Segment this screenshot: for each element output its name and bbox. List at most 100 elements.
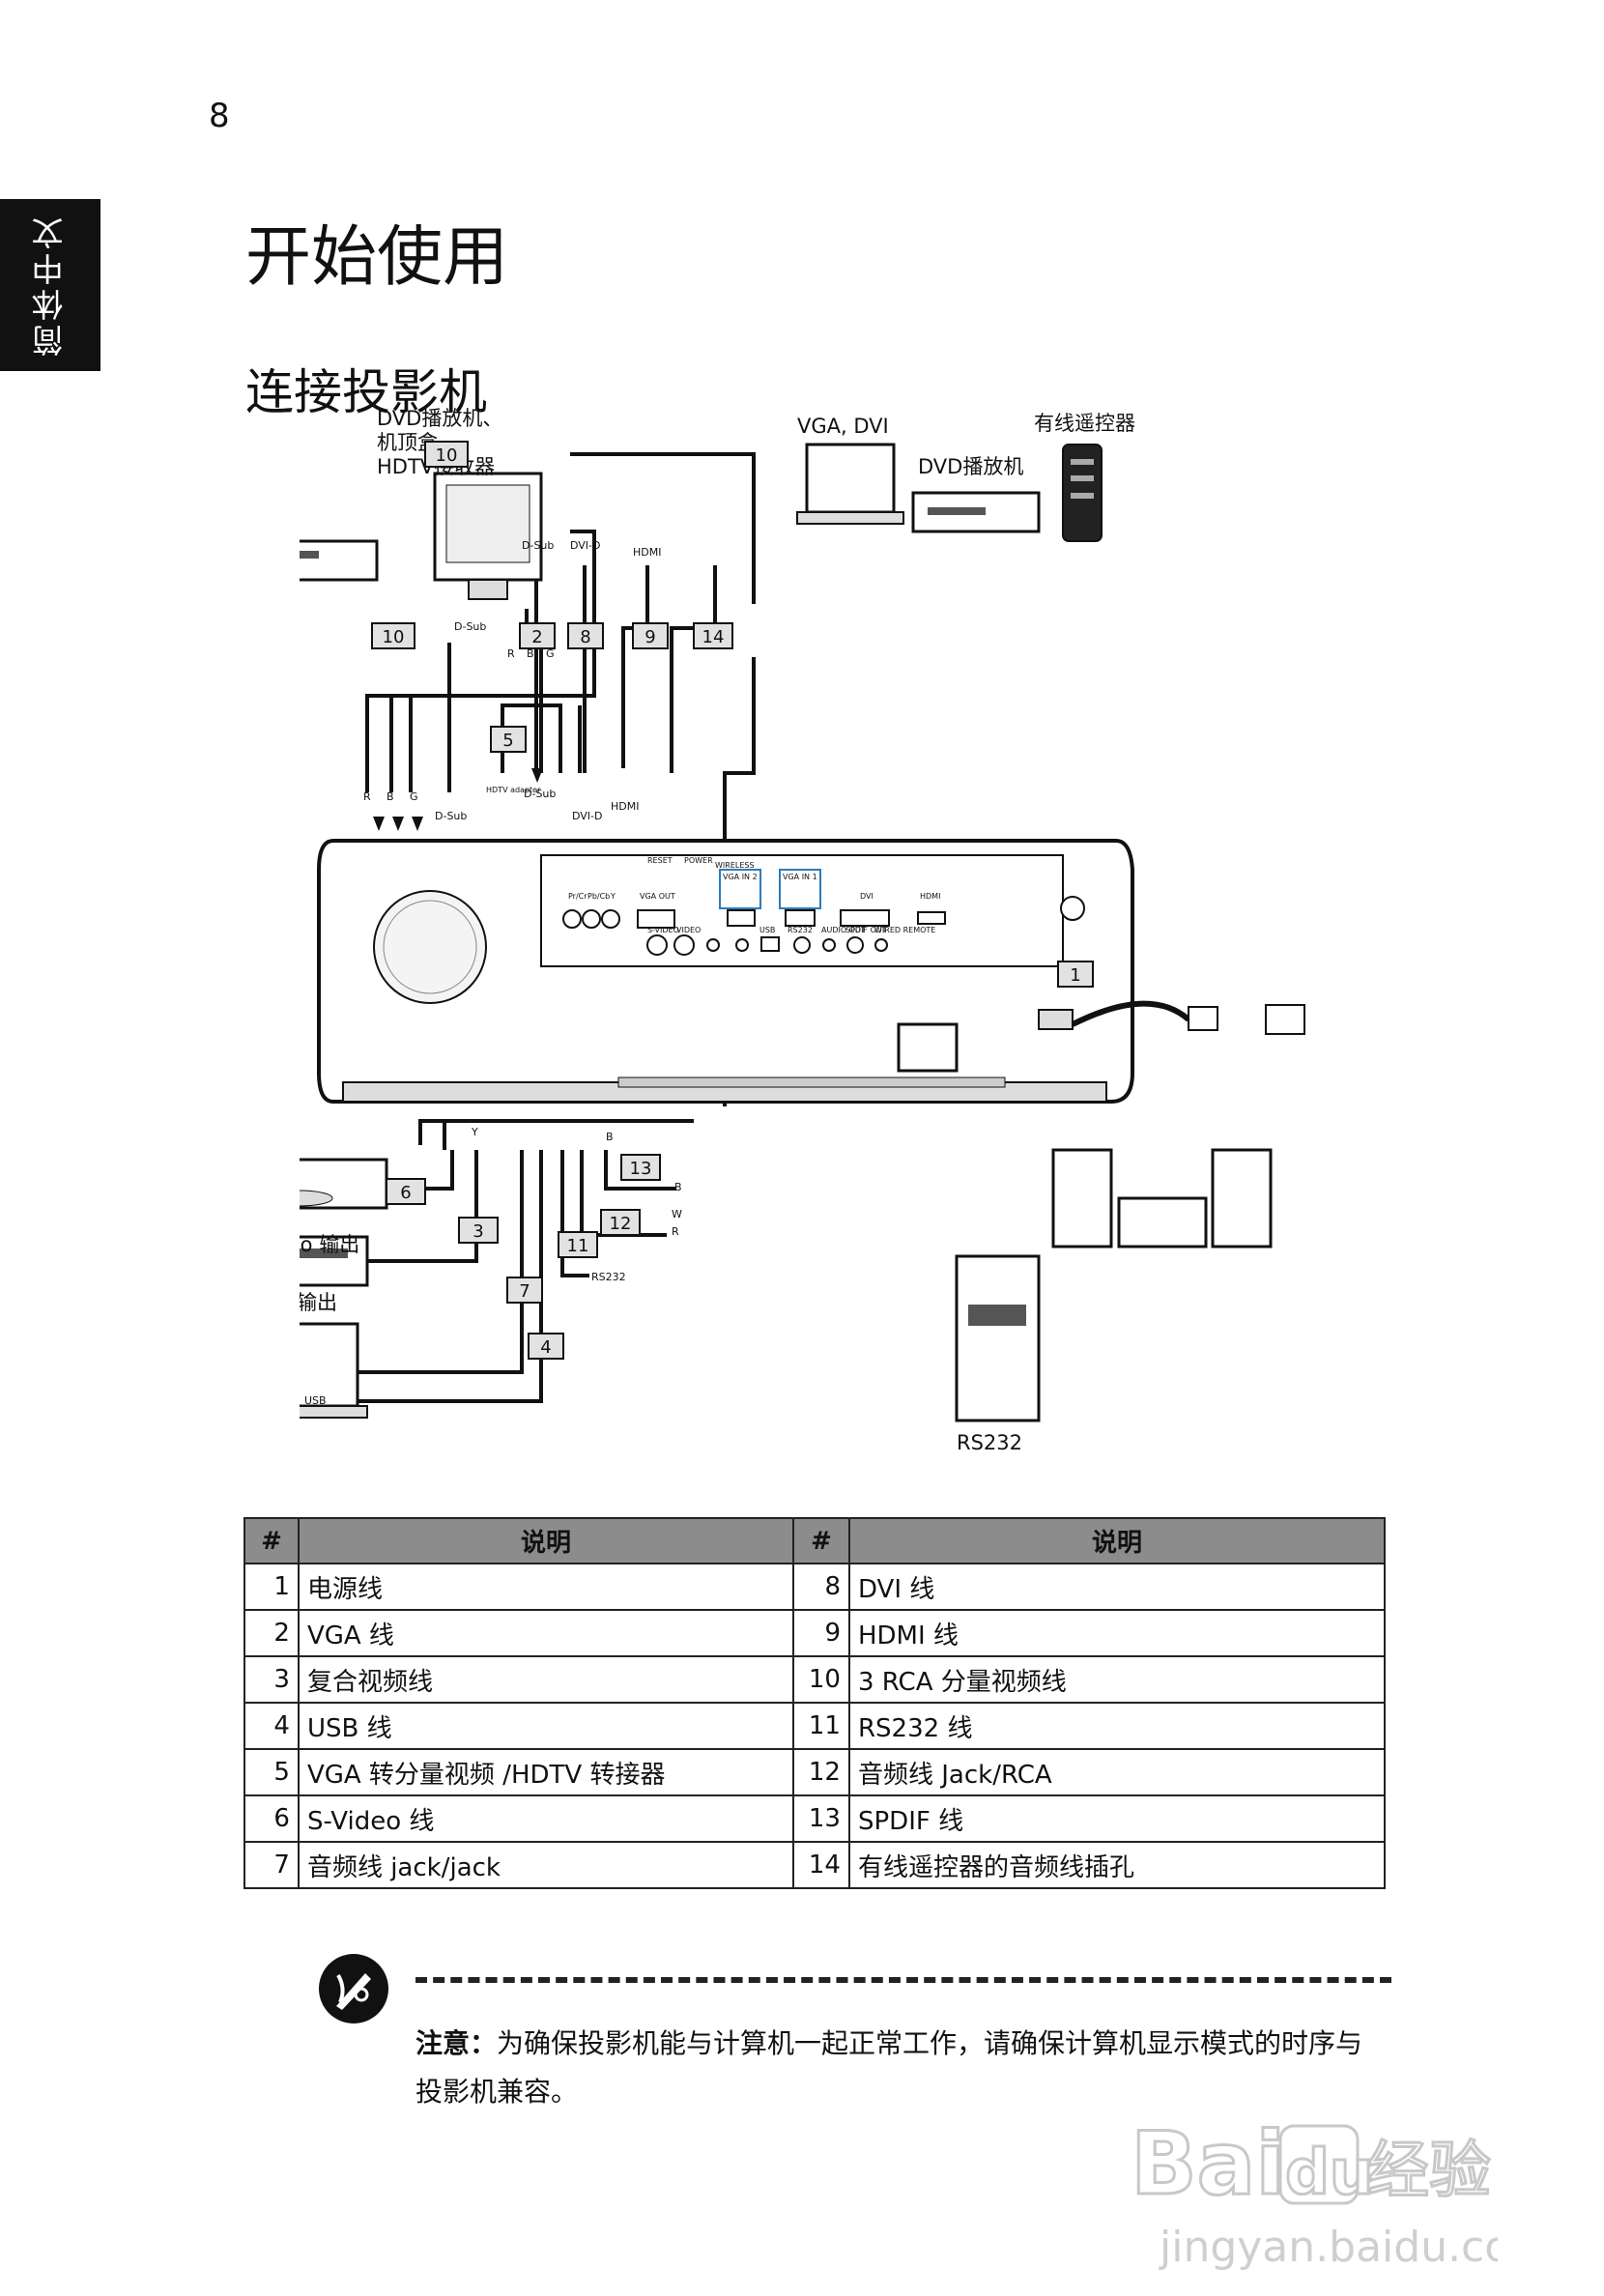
row-desc: VGA 转分量视频 /HDTV 转接器 (297, 1748, 795, 1796)
legend-header-desc-right: 说明 (847, 1517, 1387, 1564)
callout-6: 6 (386, 1178, 426, 1205)
row-num: 14 (792, 1841, 850, 1889)
port-vga-out-label: VGA OUT (640, 892, 675, 901)
row-num: 1 (243, 1563, 300, 1611)
speaker-grille (373, 890, 487, 1004)
row-num: 6 (243, 1794, 300, 1843)
svg-text:12: 12 (610, 1214, 632, 1234)
speaker-w-label: W (672, 1208, 682, 1220)
dsub-label-monitor: D-Sub (454, 620, 486, 633)
component-b-label: B (387, 790, 394, 803)
svg-text:10: 10 (436, 445, 458, 466)
port-hdmi-label: HDMI (920, 892, 940, 901)
callout-14: 14 (693, 622, 733, 649)
composite-y-label: Y (471, 1126, 478, 1138)
hdmi-label-lower: HDMI (611, 800, 639, 813)
svg-text:6: 6 (400, 1183, 411, 1203)
baidu-watermark: Bai du 经验 jingyan.baidu.com (1131, 2112, 1498, 2273)
dsub-label-laptop: D-Sub (522, 539, 554, 552)
row-num: 3 (243, 1655, 300, 1704)
note-divider (415, 1977, 1391, 1983)
row-desc: 复合视频线 (297, 1655, 795, 1704)
row-num: 4 (243, 1702, 300, 1750)
watermark-cn: 经验 (1367, 2136, 1491, 2207)
legend-header-num-right: # (792, 1517, 850, 1564)
row-num: 5 (243, 1748, 300, 1796)
svg-text:3: 3 (473, 1221, 483, 1242)
dvi-d-label-lower: DVI-D (572, 810, 603, 822)
callout-12: 12 (600, 1209, 641, 1236)
port-power-label: POWER (684, 856, 713, 865)
row-num: 10 (792, 1655, 850, 1704)
port-svideo-label: S-VIDEO (647, 926, 679, 934)
legend-header-desc-left: 说明 (297, 1517, 795, 1564)
callout-1: 1 (1057, 961, 1094, 988)
svg-text:9: 9 (644, 627, 655, 647)
row-num: 11 (792, 1702, 850, 1750)
page-number: 8 (209, 97, 230, 135)
dvd-player-top-icon (911, 491, 1041, 533)
pc-tower-icon (955, 1254, 1041, 1422)
io-ports (562, 896, 1085, 956)
row-desc: VGA 线 (297, 1609, 795, 1657)
label-rs232: RS232 (957, 1431, 1022, 1454)
row-desc: SPDIF 线 (847, 1794, 1387, 1843)
port-vga-in1-label: VGA IN 1 (783, 873, 817, 881)
svg-text:1: 1 (1070, 965, 1080, 986)
dsub-label-adapter: D-Sub (524, 788, 556, 800)
component-r-label: R (363, 790, 371, 803)
port-reset-label: RESET (647, 856, 673, 865)
label-svideo-out: S-Video 输出 (300, 1233, 359, 1256)
label-dvd-player: DVD播放机 (918, 455, 1023, 478)
callout-7: 7 (506, 1277, 543, 1304)
power-inlet (897, 1022, 959, 1073)
rgb-r-label: R (507, 647, 515, 660)
speaker-b-label: B (674, 1181, 682, 1193)
laptop-top-icon (796, 443, 904, 525)
callout-10-top: 10 (424, 441, 469, 468)
usb-connector-label: USB (304, 1394, 327, 1407)
row-desc: RS232 线 (847, 1702, 1387, 1750)
hdmi-label-top: HDMI (633, 546, 661, 559)
row-desc: S-Video 线 (297, 1794, 795, 1843)
port-spdif-label: SPDIF OUT (845, 926, 887, 934)
connection-diagram: Pr/Cr Pb/Cb Y VGA OUT VGA IN 2 VGA IN 1 … (211, 406, 1411, 1478)
svg-text:11: 11 (567, 1236, 589, 1256)
row-num: 7 (243, 1841, 300, 1889)
speakers-icon (1051, 1148, 1273, 1248)
port-y-label: Y (610, 892, 616, 901)
port-usb-label: USB (759, 926, 775, 934)
note-text: 注意：为确保投影机能与计算机一起正常工作，请确保计算机显示模式的时序与投影机兼容… (415, 2020, 1382, 2116)
note-label: 注意： (415, 2027, 498, 2059)
callout-8: 8 (567, 622, 604, 649)
language-tab-label: 简体中文 (31, 214, 69, 357)
rgb-b-label: B (527, 647, 534, 660)
row-desc: 3 RCA 分量视频线 (847, 1655, 1387, 1704)
callout-2: 2 (519, 622, 556, 649)
vga-in2-highlight (719, 869, 761, 909)
svg-text:7: 7 (519, 1281, 530, 1302)
row-desc: 电源线 (297, 1563, 795, 1611)
row-num: 12 (792, 1748, 850, 1796)
callout-11: 11 (558, 1231, 598, 1258)
rgb-g-label: G (546, 647, 555, 660)
svg-text:2: 2 (531, 627, 542, 647)
svg-text:10: 10 (383, 627, 405, 647)
legend-header-row: # 说明 # 说明 (243, 1517, 1387, 1564)
svideo-player-icon (211, 1158, 388, 1210)
port-audio-out-label: AUDIO OUT (821, 926, 866, 934)
rs232-connector-label: RS232 (591, 1271, 626, 1283)
label-video-out: 视频输出 (300, 1291, 337, 1314)
watermark-brand-tail: du (1285, 2138, 1373, 2209)
callout-10-left: 10 (371, 622, 415, 649)
vga-in1-highlight (779, 869, 821, 909)
port-pr-cr-label: Pr/Cr (568, 892, 587, 901)
spdif-b-label: B (606, 1131, 614, 1143)
callout-3: 3 (458, 1217, 499, 1244)
chapter-title: 开始使用 (245, 219, 509, 296)
